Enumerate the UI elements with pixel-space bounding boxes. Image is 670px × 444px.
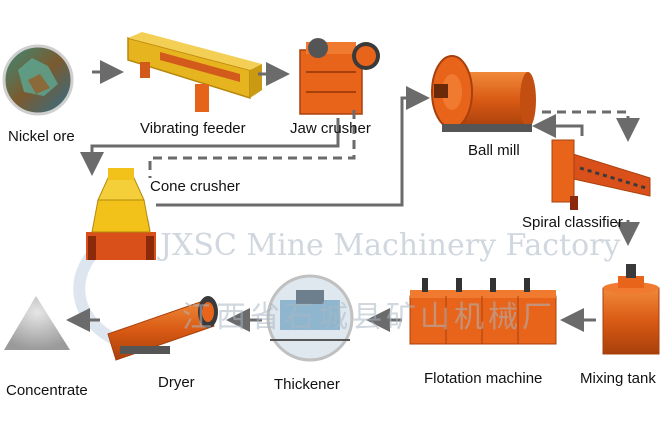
arrow-jaw-to-cone [80, 118, 340, 176]
label-nickel-ore: Nickel ore [8, 128, 75, 145]
arrow-cone-to-ballmill [156, 86, 430, 207]
label-dryer: Dryer [158, 374, 195, 391]
arrow-classifier-to-ballmill [532, 114, 584, 138]
mixing-tank-image [602, 264, 660, 355]
thickener-image [266, 274, 354, 362]
label-ball-mill: Ball mill [468, 142, 520, 159]
label-thickener: Thickener [274, 376, 340, 393]
label-spiral-classifier: Spiral classifier [522, 214, 623, 231]
label-jaw-crusher: Jaw crusher [290, 120, 371, 137]
label-flotation-machine: Flotation machine [424, 370, 543, 387]
watermark-chinese: 江西省石城县矿山机械厂 [182, 300, 556, 335]
flotation-machine-image [409, 278, 557, 345]
dashed-return-jaw-to-cone [148, 110, 356, 178]
label-cone-crusher: Cone crusher [150, 178, 241, 195]
concentrate-pile-image [4, 296, 70, 350]
watermark-text: JXSC Mine Machinery Factory [160, 228, 621, 263]
label-vibrating-feeder: Vibrating feeder [140, 120, 246, 137]
vibrating-feeder-image [127, 32, 262, 112]
label-concentrate: Concentrate [6, 382, 88, 399]
ball-mill-image [431, 55, 536, 132]
nickel-ore-image [2, 44, 74, 116]
label-mixing-tank: Mixing tank [580, 370, 656, 387]
cone-crusher-image [86, 168, 156, 260]
spiral-classifier-image [551, 139, 651, 210]
dryer-image [107, 296, 218, 361]
dashed-ballmill-to-classifier [542, 110, 640, 142]
jaw-crusher-image [299, 38, 380, 115]
